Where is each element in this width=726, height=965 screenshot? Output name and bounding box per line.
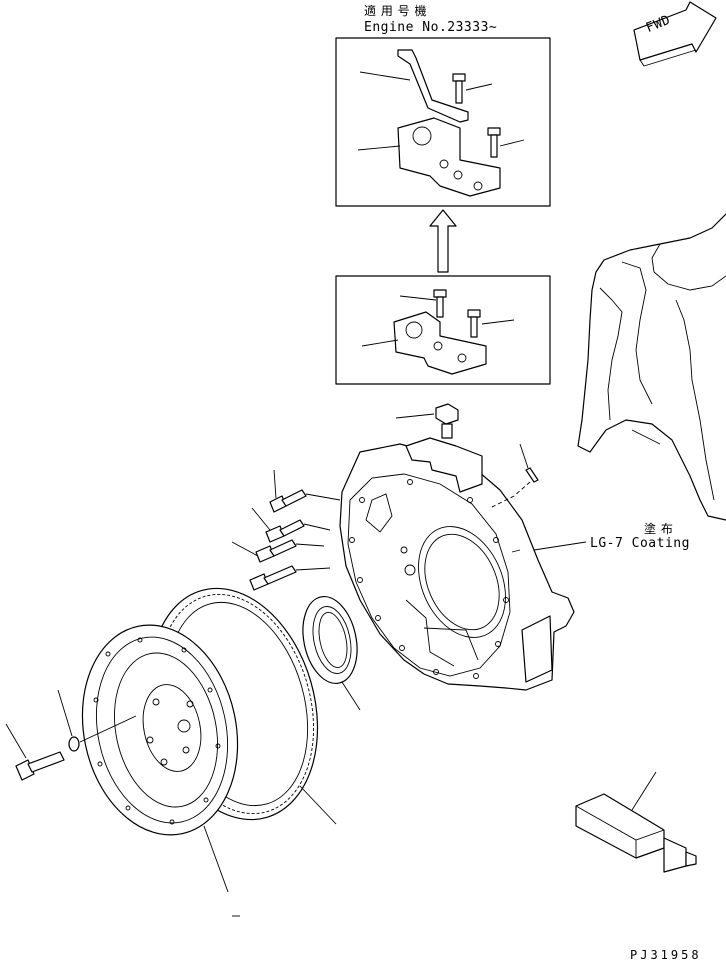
inset-new-bracket bbox=[335, 37, 551, 207]
flywheel-housing bbox=[339, 437, 575, 691]
washer-icon bbox=[57, 689, 137, 752]
coating-mark bbox=[511, 549, 521, 553]
dowel-pin-icon bbox=[489, 443, 539, 509]
flywheel-bolt-icon bbox=[5, 723, 65, 781]
housing-bolt-icon bbox=[231, 539, 325, 563]
bolt-icon bbox=[467, 309, 481, 338]
engine-block bbox=[577, 213, 726, 521]
up-arrow-icon bbox=[429, 209, 457, 273]
fwd-arrow-icon bbox=[633, 1, 717, 67]
bolt-icon bbox=[452, 73, 466, 104]
housing-bolt-icon bbox=[269, 469, 341, 513]
applicability-label-jp: 適 用 号 機 bbox=[364, 4, 427, 18]
housing-bolt-icon bbox=[249, 565, 331, 591]
drawing-id: PJ31958 bbox=[630, 948, 702, 962]
coating-label-jp: 塗 布 bbox=[644, 522, 674, 536]
flywheel bbox=[81, 624, 239, 893]
bolt-icon bbox=[487, 127, 501, 158]
oil-seal bbox=[302, 596, 361, 711]
engine-number-label: Engine No.23333~ bbox=[364, 20, 498, 35]
housing-bolt-icon bbox=[251, 507, 331, 543]
plug-bolt-icon bbox=[395, 403, 459, 439]
coating-label: LG-7 Coating bbox=[590, 536, 690, 551]
bolt-icon bbox=[433, 289, 447, 318]
coating-leader bbox=[533, 541, 587, 551]
inset-old-bracket bbox=[335, 275, 551, 385]
turning-tool bbox=[575, 771, 697, 873]
